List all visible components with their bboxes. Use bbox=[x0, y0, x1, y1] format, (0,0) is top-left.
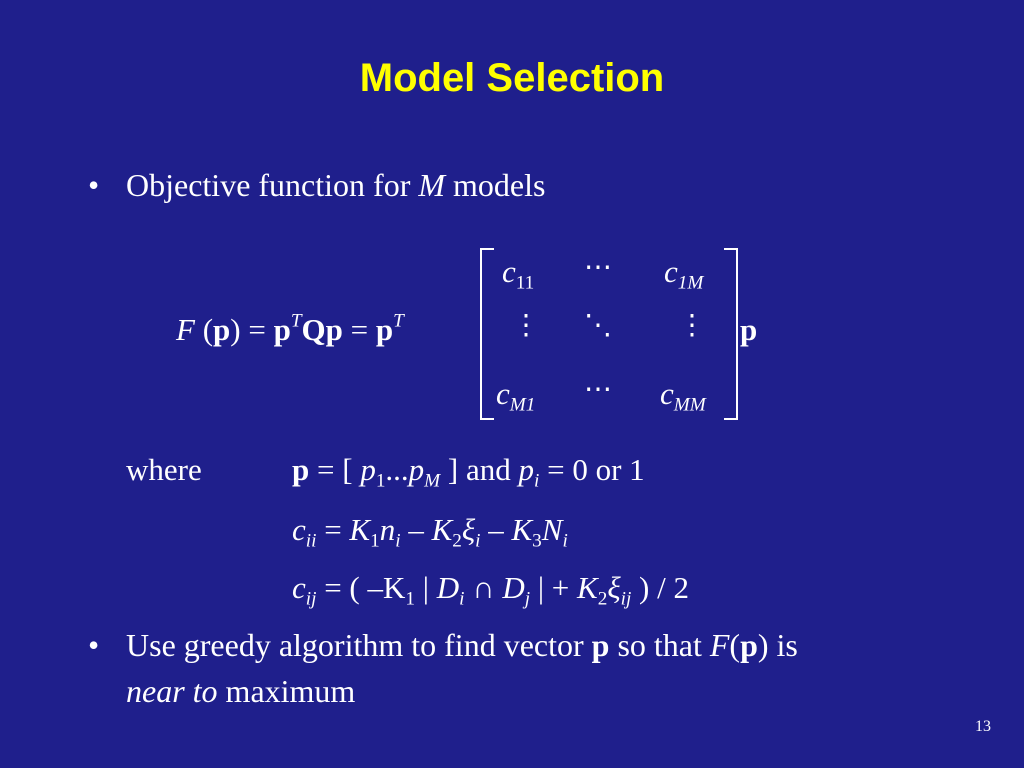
bullet-dot-icon: • bbox=[88, 167, 100, 203]
where-label: where bbox=[126, 452, 202, 487]
matrix-left-bracket bbox=[480, 248, 494, 420]
matrix-ddots: ⋱ bbox=[584, 310, 612, 341]
equation-rhs-p: p bbox=[740, 312, 758, 347]
bullet-dot-icon: • bbox=[88, 627, 100, 663]
matrix-hdots-bottom: ⋯ bbox=[584, 374, 612, 405]
page-number: 13 bbox=[975, 718, 991, 735]
bullet-text-line2: near to maximum bbox=[126, 673, 356, 709]
where-line-p: p = [ p1...pM ] and pi = 0 or 1 bbox=[292, 452, 645, 492]
matrix-cell-cMM: cMM bbox=[660, 376, 706, 416]
where-line-cij: cij = ( –K1 | Di ∩ Dj | + K2ξij ) / 2 bbox=[292, 570, 689, 610]
matrix-hdots-top: ⋯ bbox=[584, 252, 612, 283]
slide-title: Model Selection bbox=[359, 56, 665, 100]
bullet-text: Objective function for M models bbox=[126, 167, 546, 203]
bullet-text-line1: Use greedy algorithm to find vector p so… bbox=[126, 627, 798, 663]
matrix-vdots-left: ⋮ bbox=[512, 310, 540, 341]
matrix-right-bracket bbox=[724, 248, 738, 420]
matrix-cell-cM1: cM1 bbox=[496, 376, 536, 416]
matrix-c: c11 ⋯ c1M ⋮ ⋱ ⋮ cM1 ⋯ cMM bbox=[480, 248, 738, 420]
where-line-cii: cii = K1ni – K2ξi – K3Ni bbox=[292, 512, 568, 552]
equation-lhs: F (p) = pTQp = pT bbox=[176, 310, 404, 347]
matrix-cell-c11: c11 bbox=[502, 254, 535, 294]
matrix-vdots-right: ⋮ bbox=[678, 310, 706, 341]
matrix-cell-c1M: c1M bbox=[664, 254, 704, 294]
